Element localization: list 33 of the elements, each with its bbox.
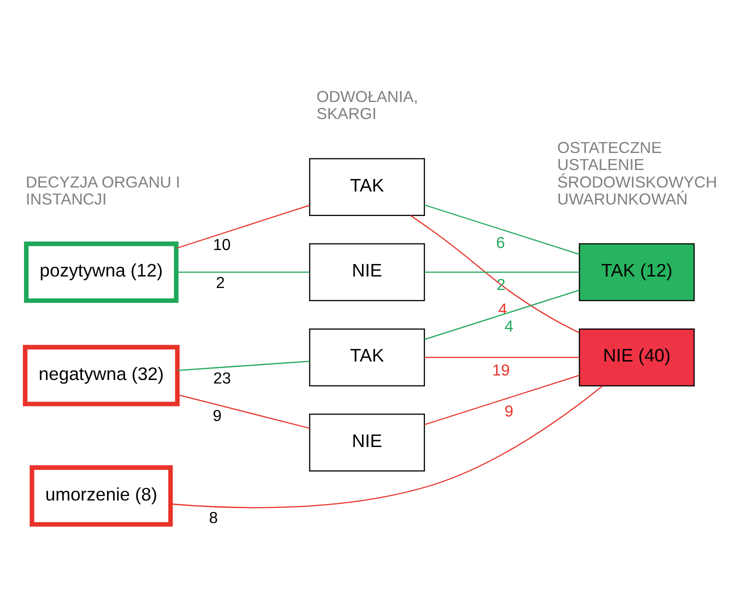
connector <box>176 204 310 249</box>
node-box: TAK (12) <box>578 243 695 302</box>
node-box: negatywna (32) <box>22 344 180 406</box>
edge-label: 23 <box>213 370 231 388</box>
edge-label: 8 <box>209 510 218 528</box>
connector <box>424 204 580 255</box>
connector <box>424 374 580 426</box>
edge-label: 9 <box>212 408 222 426</box>
connector <box>178 360 310 371</box>
connector <box>177 394 310 429</box>
node-box: umorzenie (8) <box>30 465 173 527</box>
node-box: TAK <box>309 328 425 386</box>
edge-label: 2 <box>216 275 225 292</box>
edge-label: 6 <box>496 234 505 252</box>
connector <box>424 272 580 273</box>
connector <box>424 356 580 358</box>
connector <box>410 215 580 334</box>
edge-label: 4 <box>504 318 514 336</box>
label: DECYZJA ORGANU I INSTANCJI <box>26 174 180 208</box>
edge-label: 10 <box>213 237 231 254</box>
label: OSTATECZNE USTALENIE ŚRODOWISKOWYCH UWARUNKOWAŃ <box>557 140 718 208</box>
connector <box>176 272 310 273</box>
edge-label: 4 <box>498 302 508 319</box>
node-box: NIE (40) <box>578 328 695 386</box>
node-box: NIE <box>309 414 425 472</box>
connector <box>424 290 580 340</box>
label: ODWOŁANIA, SKARGI <box>316 89 418 124</box>
edge-label: 19 <box>492 362 510 380</box>
connector <box>170 386 603 508</box>
edge-label: 9 <box>504 403 514 420</box>
node-box: TAK <box>309 158 425 216</box>
node-box: NIE <box>309 243 425 302</box>
node-box: pozytywna (12) <box>24 242 178 303</box>
